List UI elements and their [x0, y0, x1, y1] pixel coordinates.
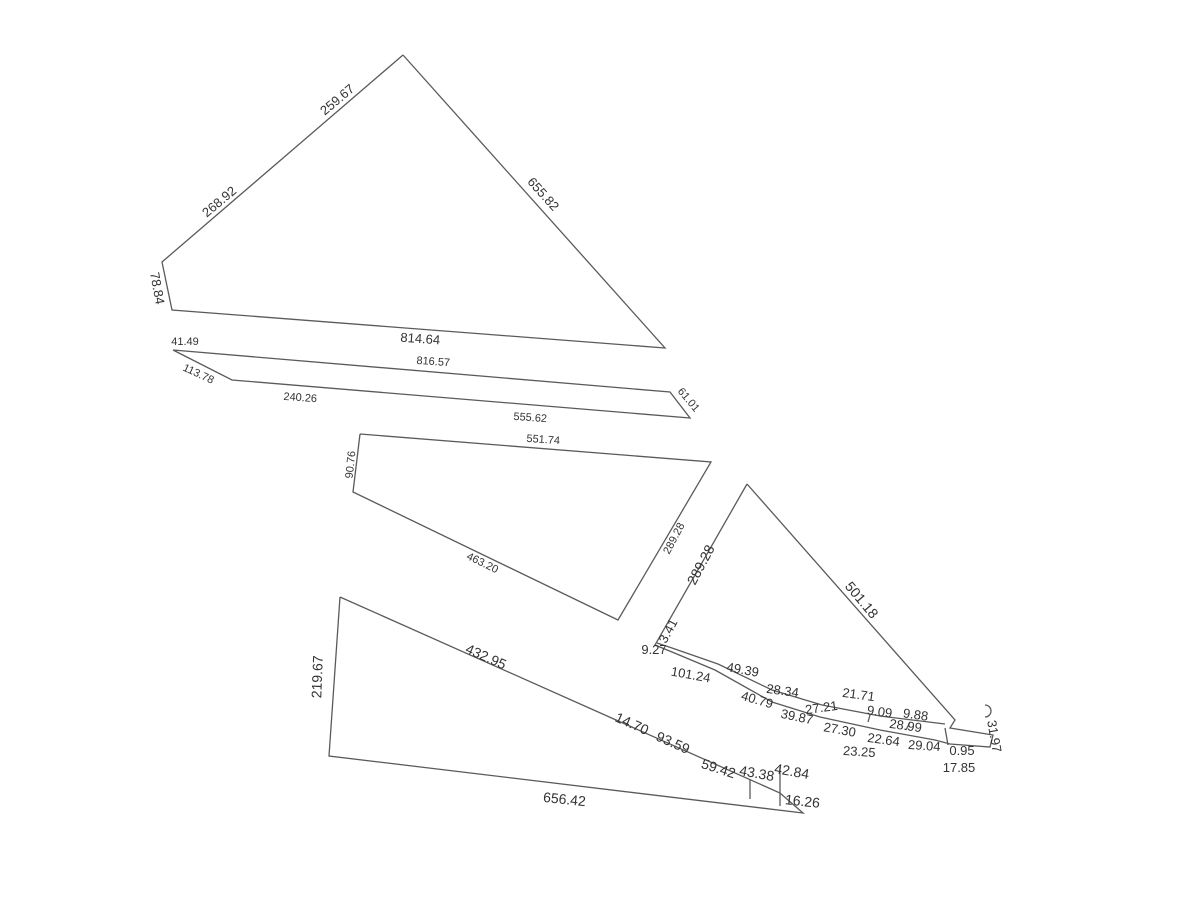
parcel-d-edge-label: 93.59 — [654, 728, 693, 757]
parcel-e-edge-label: 29.04 — [908, 737, 942, 754]
parcel-c-edge-label: 289.28 — [661, 521, 687, 556]
parcel-e-edge-label: 27.21 — [804, 698, 838, 717]
parcel-e-edge-label: 101.24 — [670, 664, 712, 686]
parcel-d-edge-label: 219.67 — [308, 655, 325, 699]
parcel-e-edge-label: 17.85 — [943, 760, 976, 775]
parcel-d-edge-label: 432.95 — [463, 640, 509, 672]
parcel-e-edge-label: 28.99 — [888, 716, 922, 735]
parcel-e-edge-label: 31.97 — [984, 719, 1004, 754]
parcel-a-edge-label: 78.84 — [147, 271, 167, 306]
parcel-d-edge-label: 14.70 — [613, 709, 652, 738]
parcel-e-boundary — [654, 483, 994, 748]
parcel-e-edge-label: 289.28 — [683, 542, 717, 588]
parcel-b-edge-label: 555.62 — [513, 411, 547, 425]
parcel-d-edge-label: 42.84 — [773, 760, 810, 782]
parcel-a-edge-label: 655.82 — [524, 174, 562, 214]
parcel-d-edge-label: 43.38 — [738, 762, 775, 784]
parcel-e-edge-label: 9.27 — [641, 642, 666, 657]
parcel-e-edge-label: 9.09 — [866, 702, 893, 720]
parcel-e-edge-label: 0.95 — [949, 743, 974, 758]
parcel-b-boundary — [172, 349, 692, 419]
parcel-a: 259.67 655.82 814.64 78.84 268.92 — [147, 54, 667, 349]
parcel-d: 432.95 14.70 93.59 59.42 43.38 42.84 16.… — [308, 596, 821, 814]
parcel-b: 41.49 816.57 61.01 555.62 240.26 113.78 — [171, 336, 702, 425]
parcel-a-edge-label: 814.64 — [400, 330, 441, 348]
parcel-e-edge-label: 21.71 — [841, 685, 875, 704]
parcel-c-edge-label: 90.76 — [344, 450, 359, 479]
parcel-e-inner-line — [656, 642, 946, 725]
parcel-e-curve-marker — [984, 704, 992, 718]
parcel-e-edge-label: 49.39 — [725, 659, 760, 679]
parcel-d-edge-label: 59.42 — [699, 755, 737, 781]
parcel-e-tick — [944, 727, 949, 746]
parcel-e-edge-label: 23.25 — [843, 743, 877, 760]
parcel-e-tick — [867, 714, 871, 723]
parcel-c-boundary — [352, 433, 713, 621]
parcel-e: 289.28 501.18 3.41 9.27 101.24 49.39 28.… — [641, 483, 1005, 775]
parcel-b-edge-label: 816.57 — [416, 355, 450, 369]
parcel-b-edge-label: 61.01 — [675, 386, 702, 415]
parcel-a-boundary — [161, 54, 667, 349]
parcel-b-edge-label: 240.26 — [283, 391, 317, 405]
parcel-e-edge-label: 27.30 — [822, 719, 857, 739]
parcel-d-boundary — [328, 596, 806, 814]
parcel-c: 551.74 289.28 463.20 90.76 — [344, 433, 713, 621]
parcel-e-edge-label: 28.34 — [765, 681, 799, 700]
parcel-e-edge-label: 9.88 — [902, 705, 929, 723]
parcel-e-edge-label: 22.64 — [866, 730, 900, 749]
parcel-d-edge-label: 656.42 — [542, 789, 586, 809]
parcel-e-edge-label: 39.87 — [779, 706, 814, 727]
parcel-b-edge-label: 41.49 — [171, 336, 199, 348]
parcel-c-edge-label: 551.74 — [526, 433, 560, 447]
parcel-d-edge-label: 16.26 — [784, 791, 821, 811]
parcel-b-edge-label: 113.78 — [181, 362, 216, 387]
parcel-e-tick — [905, 721, 911, 731]
